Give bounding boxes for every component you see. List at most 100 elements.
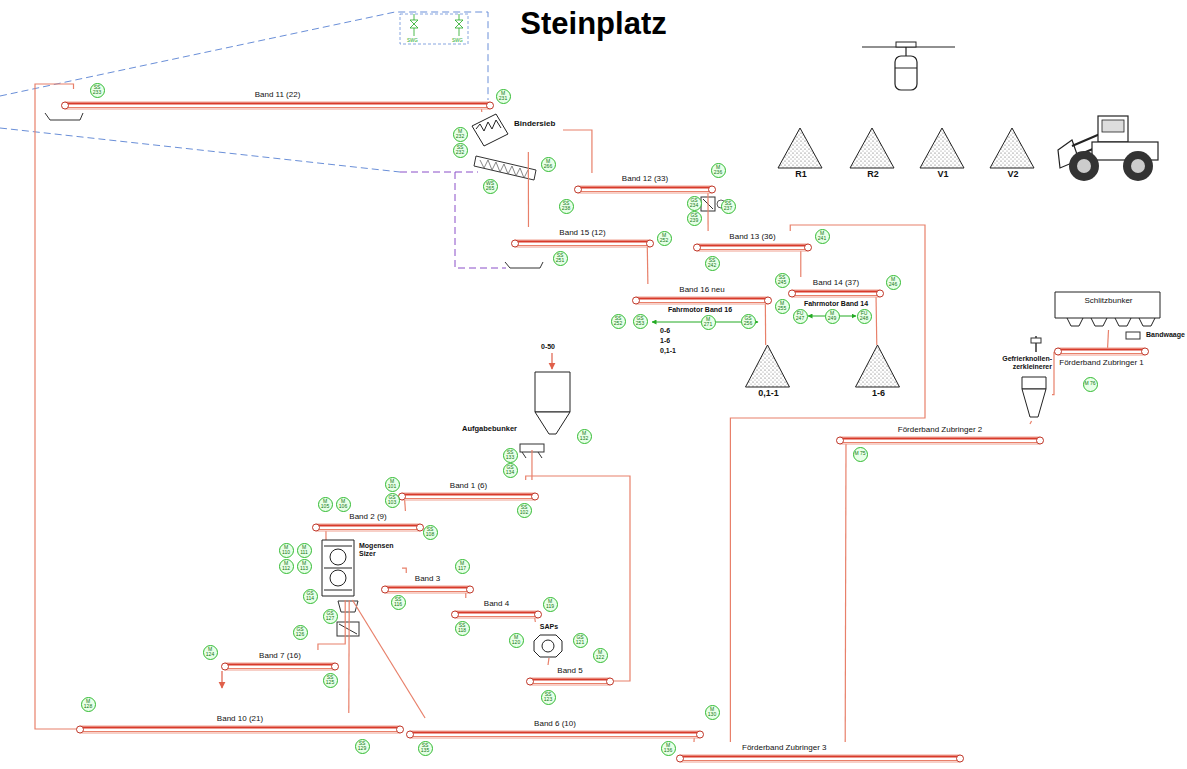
stockpile: 0,1-1 [740, 345, 797, 403]
belt-return-run [385, 591, 470, 592]
belt-pulley [332, 663, 339, 670]
belt-outline [382, 586, 473, 593]
screen-deck [472, 114, 508, 146]
screw-conveyor [474, 156, 536, 180]
belt-top-run [385, 587, 470, 589]
annotation-text: Fahrmotor Band 14 [804, 300, 868, 308]
belt-pulley [877, 290, 884, 297]
conveyor-belt: Band 7 (16) [225, 650, 335, 670]
loader-window [1102, 120, 1124, 132]
material-flow-line [693, 738, 694, 742]
belt-outline [313, 524, 423, 531]
annotation-text: Bandwaage [1146, 331, 1185, 339]
stockpile: 1-6 [850, 345, 907, 403]
callout-number: M 266 [541, 157, 556, 172]
material-flow-line [845, 444, 847, 742]
callout-number: M 271 [701, 315, 716, 330]
material-flow-line [563, 130, 592, 173]
annotation-text: 0-50 [541, 343, 555, 351]
water-line-dashed [0, 128, 400, 172]
callout-number: M 246 [886, 275, 901, 290]
belt-pulley [527, 678, 534, 685]
callout-number: WS 265 [483, 179, 498, 194]
splitter-box [337, 622, 359, 636]
callout-number: M 113 [297, 559, 312, 574]
callout-number: M 252 [657, 231, 672, 246]
belt-pulley [765, 297, 772, 304]
cable-car-window [895, 68, 917, 69]
belt-top-run [65, 103, 490, 105]
callout-number: M 112 [279, 559, 294, 574]
annotation-text: 1-6 [660, 337, 670, 345]
belt-outline [512, 240, 653, 247]
callout-number: SS 129 [355, 739, 370, 754]
callout-number: GS 127 [323, 609, 338, 624]
conveyor-belt: Förderband Zubringer 2 [840, 424, 1040, 444]
callout-number: FU 248 [857, 309, 872, 324]
material-flow-line [875, 297, 877, 345]
drain-line-dashed [455, 172, 506, 268]
silo-cone [535, 412, 570, 434]
callout-number: SS 245 [775, 273, 790, 288]
callout-number: GS 253 [633, 314, 648, 329]
callout-number: M 110 [279, 543, 294, 558]
belt-scale [1126, 332, 1140, 339]
callout-number: SS 135 [418, 741, 433, 756]
pile-label: R1 [776, 169, 826, 180]
belt-top-run [80, 727, 400, 729]
belt-outline [407, 731, 703, 738]
conveyor-belt: Band 13 (36) [697, 231, 808, 251]
callout-number: SS 232 [453, 143, 468, 158]
callout-number: SS 116 [391, 595, 406, 610]
crusher-drive [1031, 338, 1041, 343]
belt-outline [222, 663, 338, 670]
material-flow-line [465, 593, 466, 598]
belt-pulley [407, 731, 414, 738]
valve-frame [400, 14, 468, 44]
pile-triangle [850, 128, 894, 168]
sizer-deck [324, 546, 352, 590]
material-flow-line [404, 500, 406, 511]
node-label: Band 16 neu [636, 284, 768, 296]
bunker-outlets [1067, 318, 1155, 326]
sizer-body [322, 540, 354, 596]
belt-top-run [530, 679, 610, 681]
conveyor-belt: Förderband Zubringer 3 [680, 742, 960, 762]
conveyor-belt: Förderband Zubringer 1 [1058, 348, 1145, 370]
belt-pulley [607, 678, 614, 685]
belt-return-run [402, 498, 535, 499]
feed-bunker: Aufgabebunker [462, 372, 574, 450]
node-label: Band 4 [455, 598, 538, 610]
callout-number: SS 123 [541, 690, 556, 705]
belt-return-run [515, 245, 650, 246]
material-flow-line [765, 304, 766, 345]
pile-triangle [778, 128, 822, 168]
belt-pulley [633, 297, 640, 304]
pile-label: V1 [918, 169, 968, 180]
annotation-text: 0-6 [660, 327, 670, 335]
belt-pulley [697, 731, 704, 738]
callout-number: M 231 [496, 89, 511, 104]
crusher-hopper [1022, 389, 1046, 417]
belt-return-run [455, 616, 538, 617]
callout-number: GS 234 [687, 196, 702, 211]
conveyor-belt: Band 1 (6) [402, 480, 535, 500]
belt-outline [677, 755, 963, 762]
material-flow-line [318, 600, 345, 650]
belt-pulley [677, 755, 684, 762]
belt-return-run [1058, 353, 1145, 354]
material-flow-line [647, 247, 649, 284]
node-label: Band 2 (9) [316, 511, 420, 523]
node-label: Band 13 (36) [697, 231, 808, 243]
conveyor-belt: Band 6 (10) [410, 718, 700, 738]
lump-crusher: Gefrierknollen- zerkleinerer [988, 355, 1052, 421]
belt-pulley [575, 186, 582, 193]
callout-number: M 111 [297, 543, 312, 558]
cable-car [895, 56, 917, 90]
belt-pulley [535, 611, 542, 618]
stockpile: V1 [918, 128, 968, 184]
node-label: Band 12 (33) [578, 173, 712, 185]
callout-number: SS 233 [90, 83, 105, 98]
belt-pulley [709, 186, 716, 193]
